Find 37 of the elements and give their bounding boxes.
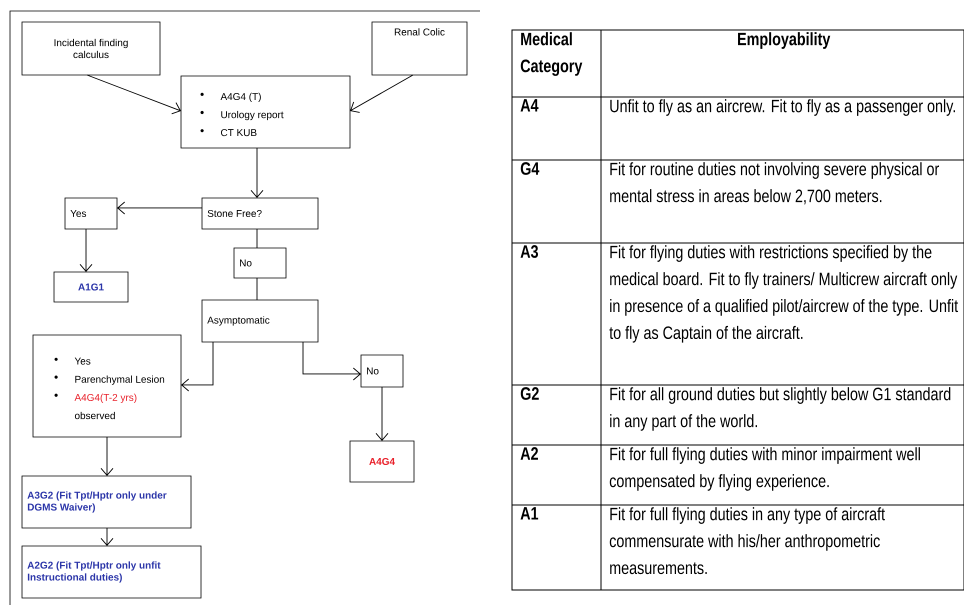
- description-cell: Fit for flying duties with restrictions specified by the medical board. Fit to fly trainers/ Multicrew aircraft only in presence of a qualified pilot/aircrew of the type. Unfit to fly as Captain of the aircraft.: [609, 245, 958, 343]
- category-cell: A1: [520, 507, 538, 520]
- process-box: Stone Free?: [202, 198, 318, 230]
- process-box: A1G1: [54, 272, 128, 302]
- process-box: A2G2 (Fit Tpt/Hptr only unfit Instructional duties): [22, 546, 202, 598]
- header-cell: Medical Category: [520, 32, 582, 76]
- process-box: A3G2 (Fit Tpt/Hptr only under DGMS Waiver): [22, 476, 192, 528]
- arrow: [80, 228, 92, 272]
- category-cell: A4: [520, 99, 538, 112]
- process-box: Yes: [64, 198, 118, 230]
- description-cell: Fit for all ground duties but slightly below G1 standard in any part of the world.: [610, 387, 950, 431]
- header-cell: Employability: [738, 32, 830, 49]
- category-cell: A2: [520, 447, 538, 460]
- arrow: [350, 74, 414, 113]
- process-box: Asymptomatic: [202, 300, 318, 342]
- process-box: Incidental finding calculus: [22, 22, 160, 76]
- arrow: [86, 74, 182, 114]
- arrow: [250, 148, 264, 198]
- process-box: Yes Parenchymal Lesion A4G4(T-2 yrs) observed: [32, 334, 182, 438]
- arrow: [117, 202, 202, 214]
- arrow: [376, 386, 388, 441]
- process-box: Renal Colic: [372, 22, 468, 76]
- arrow: [100, 436, 114, 476]
- arrow: [181, 342, 214, 392]
- description-cell: Fit for routine duties not involving severe physical or mental stress in areas below 2,700 meters.: [610, 162, 940, 204]
- description-cell: Fit for full flying duties with minor impairment well compensated by flying experience.: [610, 447, 920, 491]
- category-cell: A3: [520, 245, 538, 258]
- arrow: [302, 342, 361, 380]
- description-cell: Fit for full flying duties in any type of aircraft commensurate with his/her anthropometric measurements.: [610, 507, 885, 574]
- category-cell: G4: [520, 162, 540, 175]
- process-box: A4G4 (T) Urology report CT KUB: [180, 76, 350, 148]
- arrow: [100, 528, 114, 546]
- category-cell: G2: [520, 387, 539, 400]
- process-box: A4G4: [350, 440, 414, 482]
- process-box: No: [360, 354, 404, 388]
- process-box: No: [234, 248, 286, 278]
- description-cell: Unfit to fly as an aircrew. Fit to fly as a passenger only.: [610, 99, 955, 116]
